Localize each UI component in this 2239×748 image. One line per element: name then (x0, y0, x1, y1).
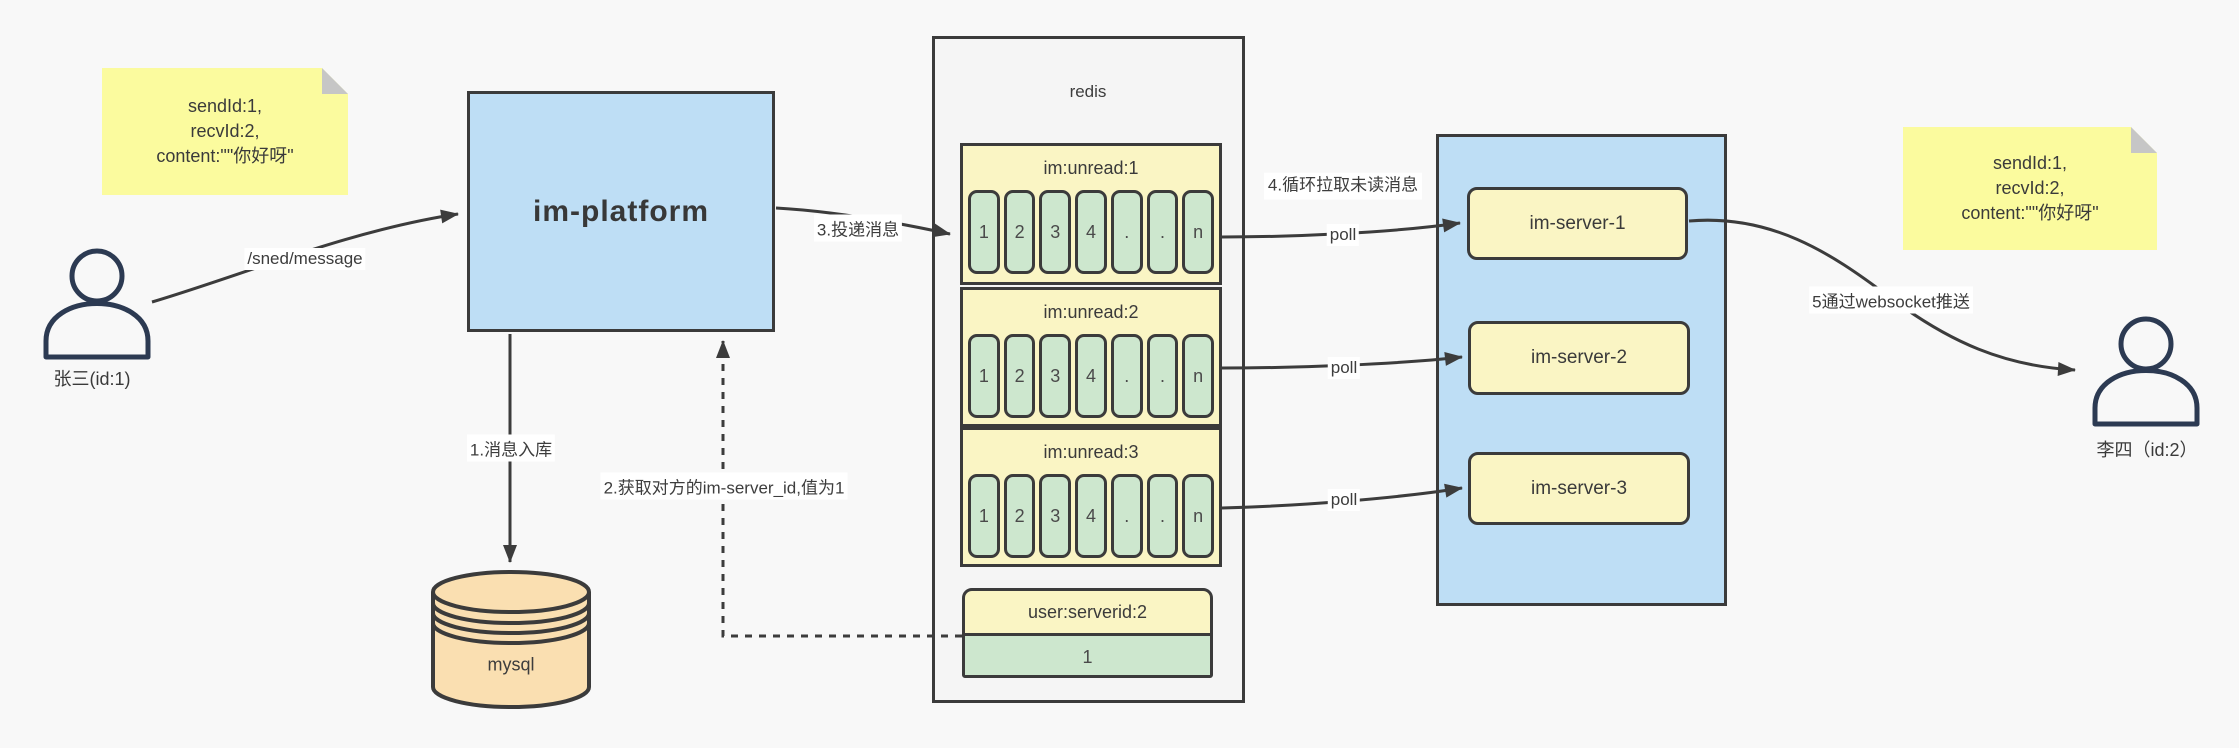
queue-cell: . (1110, 334, 1143, 418)
queue-cell: . (1110, 190, 1143, 274)
queue-cell: . (1146, 474, 1179, 558)
queue-cells: 1 2 3 4 . . n (963, 190, 1219, 274)
queue-cell: . (1146, 190, 1179, 274)
sticky-note-left: sendId:1, recvId:2, content:""你好呀" (102, 68, 348, 195)
redis-queue-3: im:unread:3 1 2 3 4 . . n (960, 427, 1222, 567)
queue-cell: 2 (1003, 190, 1036, 274)
queue-cell: 4 (1075, 334, 1107, 418)
queue-cell: 3 (1039, 334, 1072, 418)
queue-header: im:unread:2 (1043, 301, 1139, 322)
user-serverid-box: user:serverid:2 1 (962, 588, 1213, 678)
queue-cells: 1 2 3 4 . . n (963, 474, 1219, 558)
queue-cells: 1 2 3 4 . . n (963, 334, 1219, 418)
queue-cell: n (1182, 334, 1215, 418)
redis-queue-2: im:unread:2 1 2 3 4 . . n (960, 287, 1222, 427)
user-serverid-header: user:serverid:2 (965, 591, 1210, 636)
im-server-2-label: im-server-2 (1530, 347, 1628, 368)
queue-cell: 2 (1003, 474, 1036, 558)
queue-header: im:unread:1 (1043, 157, 1139, 178)
note-line: recvId:2, (190, 120, 260, 141)
queue-cell: . (1146, 334, 1179, 418)
queue-cell: n (1182, 474, 1215, 558)
im-platform-box: im-platform (467, 91, 775, 332)
note-line: sendId:1, (187, 95, 263, 116)
note-fold-right (2131, 127, 2157, 153)
queue-cell: n (1182, 190, 1215, 274)
im-server-2-box: im-server-2 (1468, 321, 1690, 395)
queue-cell: 4 (1075, 190, 1107, 274)
queue-cell: 1 (968, 474, 1000, 558)
queue-cell: 4 (1075, 474, 1107, 558)
queue-cell: 3 (1039, 190, 1072, 274)
im-server-1-box: im-server-1 (1467, 187, 1688, 260)
note-line: sendId:1, (1992, 152, 2068, 173)
im-server-3-label: im-server-3 (1530, 477, 1628, 499)
note-line: recvId:2, (1995, 177, 2065, 198)
note-line: content:""你好呀" (1961, 203, 2099, 224)
im-server-1-label: im-server-1 (1529, 212, 1626, 234)
im-platform-label: im-platform (533, 194, 709, 228)
user-serverid-value: 1 (965, 636, 1210, 675)
note-line: content:""你好呀" (156, 146, 294, 167)
im-server-3-box: im-server-3 (1468, 452, 1690, 525)
redis-queue-1: im:unread:1 1 2 3 4 . . n (960, 143, 1222, 285)
queue-header: im:unread:3 (1043, 441, 1139, 462)
queue-cell: 1 (968, 190, 1000, 274)
queue-cell: 2 (1003, 334, 1036, 418)
sticky-note-right: sendId:1, recvId:2, content:""你好呀" (1903, 127, 2157, 250)
queue-cell: 3 (1039, 474, 1072, 558)
queue-cell: . (1110, 474, 1143, 558)
queue-cell: 1 (968, 334, 1000, 418)
note-fold-left (322, 68, 348, 94)
